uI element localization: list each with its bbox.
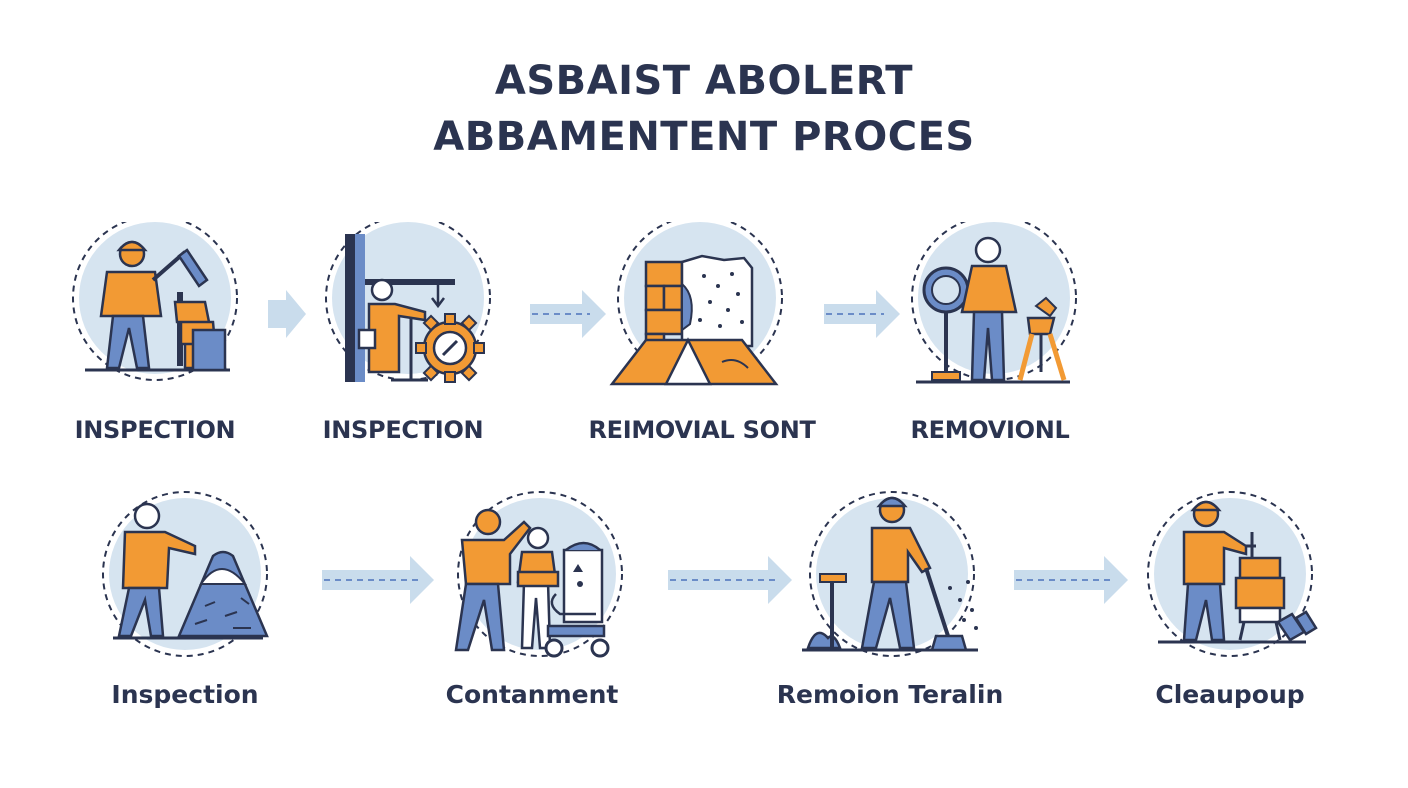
step-label: Cleaupoup: [1155, 680, 1305, 709]
step-inspection-2: INSPECTION: [273, 222, 533, 522]
page-title-line-1: ASBAIST ABOLERT: [494, 58, 914, 104]
step-label: Remoion Teralin: [776, 680, 1004, 709]
step-inspection-3: Inspection: [55, 488, 315, 788]
step-label: INSPECTION: [74, 416, 236, 444]
step-label: Contanment: [445, 680, 619, 709]
dashed-arrow-right-icon: [824, 290, 900, 338]
worker-with-bin-icon: [1147, 491, 1318, 657]
step-remoion-teralin: Remoion Teralin: [760, 488, 1020, 788]
worker-with-vacuum-icon: [72, 222, 238, 381]
step-label: Inspection: [111, 680, 259, 709]
dashed-arrow-right-icon: [668, 556, 792, 604]
step-label: REMOVIONL: [910, 416, 1070, 444]
step-removionl: REMOVIONL: [860, 222, 1120, 522]
worker-with-magnifier-icon: [911, 222, 1077, 384]
arrow-right-icon: [268, 290, 306, 338]
step-inspection-1: INSPECTION: [25, 222, 285, 522]
asbestos-wall-icon: [609, 222, 783, 386]
page-title-line-2: ABBAMENTENT PROCES: [433, 114, 975, 160]
step-contanment: Contanment: [402, 488, 662, 788]
step-cleaupoup: Cleaupoup: [1100, 488, 1360, 788]
worker-with-gear-icon: [325, 222, 491, 383]
dashed-arrow-right-icon: [530, 290, 606, 338]
dashed-arrow-right-icon: [1014, 556, 1128, 604]
worker-with-debris-pile-icon: [102, 491, 269, 657]
worker-sweeping-icon: [802, 491, 978, 657]
step-label: REIMOVIAL SONT: [588, 416, 816, 444]
step-label: INSPECTION: [322, 416, 484, 444]
workers-with-cart-icon: [454, 491, 623, 658]
dashed-arrow-right-icon: [322, 556, 434, 604]
step-removal-sont: REIMOVIAL SONT: [572, 222, 832, 522]
